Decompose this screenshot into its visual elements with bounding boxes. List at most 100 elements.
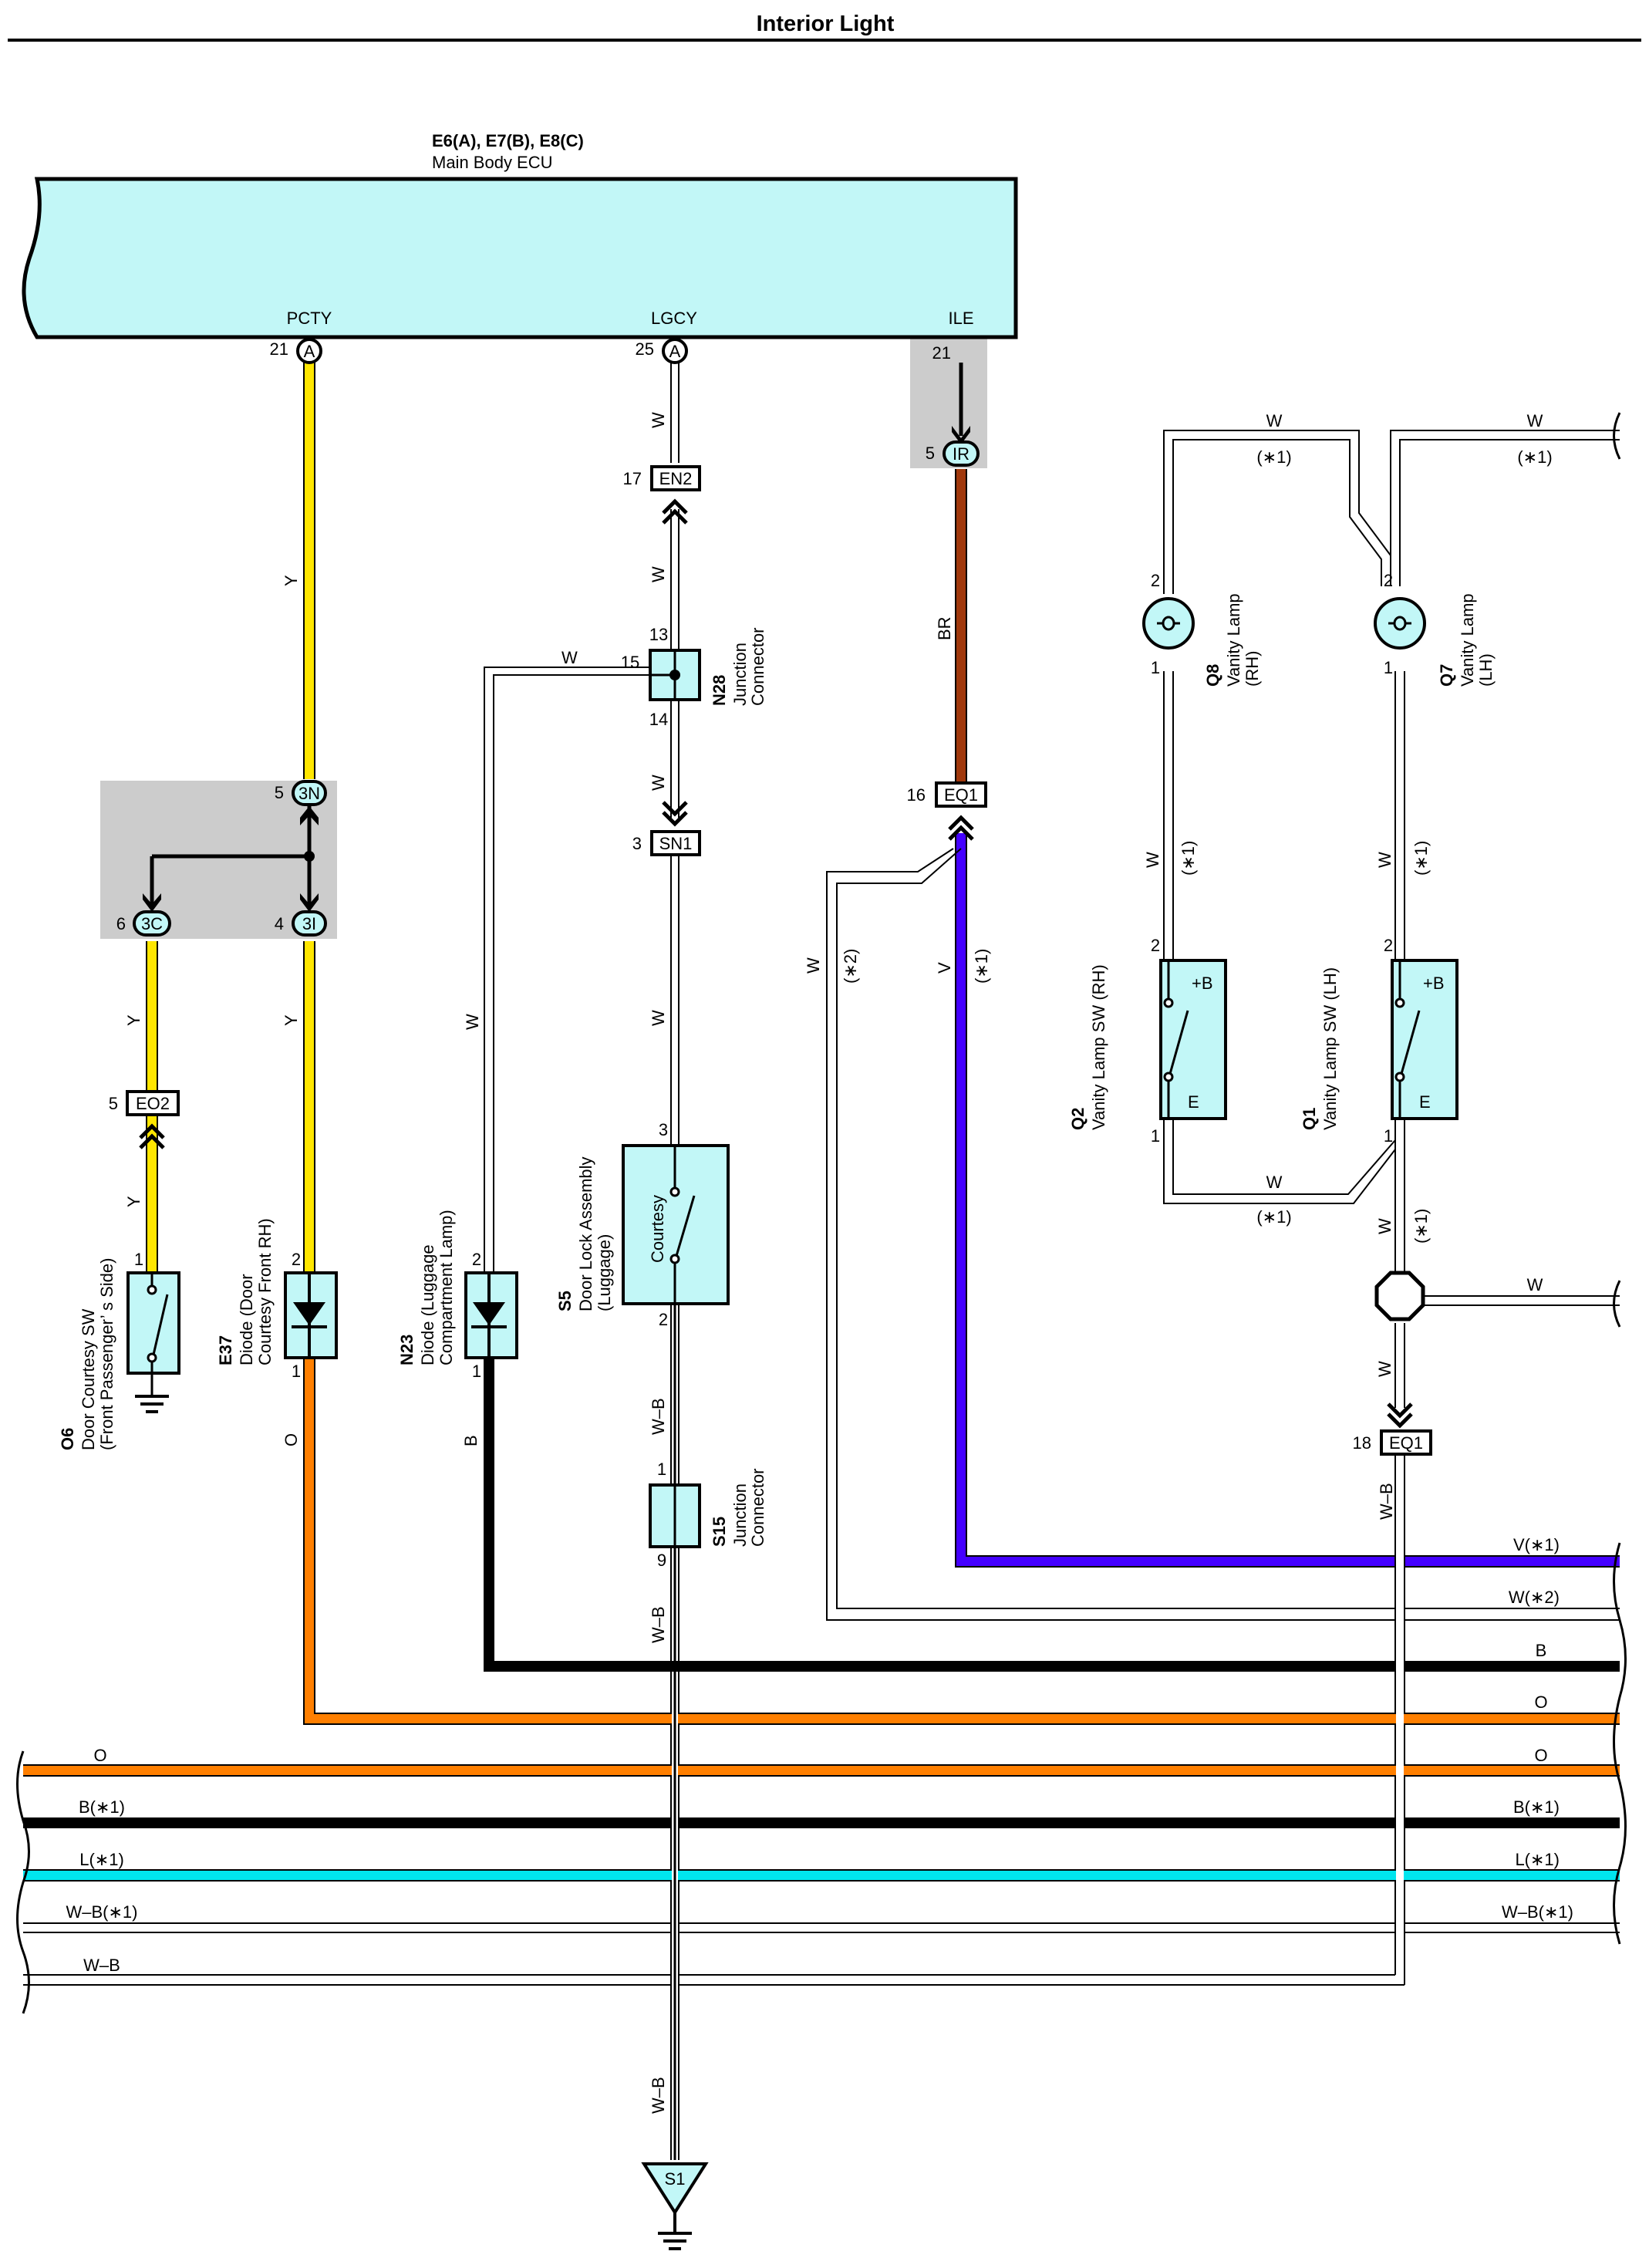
q7-code: Q7 bbox=[1437, 664, 1456, 687]
diode-icon bbox=[292, 1273, 327, 1358]
ground-icon bbox=[658, 2212, 692, 2250]
n23-code: N23 bbox=[397, 1335, 416, 1365]
svg-text:3I: 3I bbox=[302, 914, 316, 933]
e37-name-1: Diode (Door bbox=[237, 1274, 256, 1365]
wire-label-star1-q1: (∗1) bbox=[1411, 841, 1431, 876]
wire-label-y-2: Y bbox=[282, 1014, 301, 1026]
ecu-name: Main Body ECU bbox=[432, 153, 553, 172]
wire-label-w-5: W bbox=[561, 648, 578, 667]
wire-label-w-below-splice: W bbox=[1375, 1361, 1394, 1377]
s15-name-1: Junction bbox=[730, 1483, 750, 1547]
bus-label-b: B bbox=[1536, 1641, 1547, 1660]
splice-icon bbox=[1374, 1271, 1425, 1321]
n28-code: N28 bbox=[710, 675, 729, 706]
connector-eq1-top bbox=[935, 781, 987, 808]
connector-ir-pin: 5 bbox=[926, 444, 935, 463]
s15-name-2: Connector bbox=[748, 1468, 767, 1547]
terminal-ile: ILE bbox=[948, 309, 973, 328]
q1-vanity-lamp-switch bbox=[1391, 959, 1458, 1120]
bulb-icon bbox=[1157, 616, 1180, 631]
wire-label-star1-bottom: (∗1) bbox=[1256, 1207, 1291, 1227]
q7-pin-top: 2 bbox=[1384, 571, 1393, 590]
wire-lgcy-white bbox=[670, 363, 679, 2160]
connector-sn1-pin: 3 bbox=[632, 834, 642, 853]
connector-arrow-icon bbox=[948, 815, 974, 831]
connector-3i bbox=[292, 910, 327, 937]
connector-arrow-icon bbox=[143, 893, 161, 912]
q8-vanity-lamp bbox=[1142, 597, 1195, 650]
n28-pin-left: 15 bbox=[621, 653, 639, 672]
connector-s1 bbox=[641, 2162, 709, 2216]
connector-arrow-icon bbox=[139, 1123, 165, 1139]
wire-label-br: BR bbox=[935, 616, 954, 640]
ecu-codes: E6(A), E7(B), E8(C) bbox=[432, 131, 584, 150]
q2-pin-bottom: 1 bbox=[1151, 1126, 1160, 1146]
bus-label-wb-star1-right: W–B(∗1) bbox=[1502, 1902, 1573, 1922]
q1-pin-top: 2 bbox=[1384, 936, 1393, 955]
n23-pin-bottom: 1 bbox=[472, 1362, 481, 1381]
bus-label-o-left: O bbox=[93, 1746, 106, 1765]
connector-eq1-bottom bbox=[1380, 1429, 1432, 1456]
svg-text:A: A bbox=[304, 342, 315, 361]
wire-label-w-top-right: W bbox=[1527, 411, 1543, 430]
connector-arrow-icon bbox=[300, 806, 319, 825]
n23-name-1: Diode (Luggage bbox=[418, 1244, 437, 1365]
wire-label-w-2: W bbox=[649, 566, 668, 582]
switch-icon bbox=[1394, 960, 1421, 1119]
wire-w-star2 bbox=[826, 848, 1620, 1621]
wire-label-w-3: W bbox=[649, 775, 668, 791]
wire-label-w-star2-v2: (∗2) bbox=[841, 949, 860, 984]
e37-code: E37 bbox=[216, 1335, 235, 1365]
wire-label-w-splice: W bbox=[1527, 1275, 1543, 1294]
q2-name: Vanity Lamp SW (RH) bbox=[1089, 964, 1108, 1130]
q8-name-2: (RH) bbox=[1243, 651, 1262, 687]
connector-eq1-top-pin: 16 bbox=[907, 785, 926, 805]
wire-label-w-6: W bbox=[463, 1014, 482, 1030]
q2-vanity-lamp-switch bbox=[1159, 959, 1227, 1120]
q8-pin-bottom: 1 bbox=[1151, 658, 1160, 677]
bus-label-v-star1: V(∗1) bbox=[1513, 1535, 1560, 1554]
s5-name-2: (Luggage) bbox=[595, 1234, 614, 1311]
o6-pin-top: 1 bbox=[134, 1250, 143, 1269]
svg-text:S1: S1 bbox=[665, 2169, 686, 2189]
connector-3c-pin: 6 bbox=[116, 914, 126, 933]
q1-name: Vanity Lamp SW (LH) bbox=[1320, 967, 1340, 1130]
bus-label-b-star1-right: B(∗1) bbox=[1513, 1797, 1560, 1817]
o6-name-1: Door Courtesy SW bbox=[79, 1308, 98, 1450]
n28-pin-top: 13 bbox=[649, 625, 668, 644]
pin-pcty-number: 21 bbox=[270, 339, 288, 359]
bus-label-o-right-1: O bbox=[1534, 1693, 1547, 1712]
wire-label-w-q1-down: W bbox=[1375, 1218, 1394, 1234]
wire-label-star1-q1-down: (∗1) bbox=[1411, 1209, 1431, 1244]
q2-e: E bbox=[1188, 1092, 1199, 1112]
wire-n28-n23-white bbox=[484, 667, 650, 1273]
break-right bbox=[1613, 412, 1627, 1945]
svg-text:3N: 3N bbox=[298, 784, 320, 803]
q2-plus-b: +B bbox=[1192, 974, 1213, 993]
connector-eq1-bottom-pin: 18 bbox=[1353, 1433, 1371, 1453]
terminal-lgcy: LGCY bbox=[651, 309, 697, 328]
connector-3n bbox=[292, 780, 327, 806]
n23-name-2: Compartment Lamp) bbox=[437, 1210, 456, 1365]
s5-name-1: Door Lock Assembly bbox=[576, 1156, 595, 1311]
e37-pin-bottom: 1 bbox=[292, 1362, 301, 1381]
wire-label-v: V bbox=[935, 962, 954, 974]
wire-label-w-4: W bbox=[649, 1010, 668, 1026]
s15-code: S15 bbox=[710, 1517, 729, 1547]
n28-name-1: Junction bbox=[730, 643, 750, 706]
s5-pin-bottom: 2 bbox=[659, 1310, 668, 1329]
wire-label-wb-3: W–B bbox=[649, 2077, 668, 2114]
connector-arrow-icon bbox=[300, 893, 319, 912]
q7-pin-bottom: 1 bbox=[1384, 658, 1393, 677]
switch-icon bbox=[669, 1146, 696, 1304]
s5-pin-top: 3 bbox=[659, 1120, 668, 1139]
ground-icon bbox=[135, 1395, 169, 1413]
wire-label-v-star1: (∗1) bbox=[972, 949, 991, 984]
q8-pin-top: 2 bbox=[1151, 571, 1160, 590]
wire-label-b-1: B bbox=[461, 1435, 481, 1446]
bus-label-l-star1-right: L(∗1) bbox=[1515, 1850, 1560, 1869]
wire-label-w-q1: W bbox=[1375, 852, 1394, 868]
bulb-icon bbox=[1388, 616, 1411, 631]
q7-name-2: (LH) bbox=[1476, 653, 1496, 687]
